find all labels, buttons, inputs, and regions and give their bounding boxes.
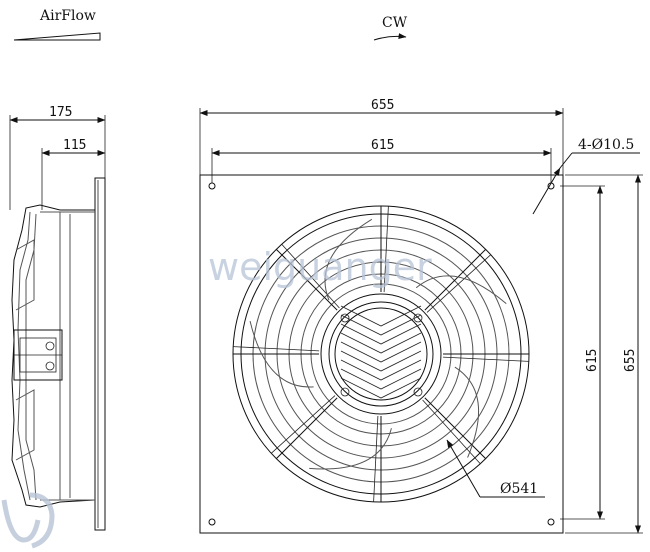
rotation-label: CW	[382, 15, 408, 31]
overall-depth-dimension: 175	[49, 105, 72, 120]
airflow-indicator: AirFlow	[13, 8, 101, 41]
plate-height-dimension: 655	[623, 349, 638, 372]
guard-diameter-callout: Ø541	[500, 481, 538, 497]
plate-width-dimension: 655	[371, 98, 394, 113]
watermark: weiguanger	[208, 245, 432, 289]
side-view: 175 115	[9, 105, 106, 531]
airflow-arrow-icon	[13, 32, 101, 41]
logo-icon	[1, 492, 55, 549]
rotation-indicator: CW	[373, 15, 408, 41]
rotation-arrow-icon	[373, 33, 407, 41]
front-view: 655 615 4-Ø10.5 615 655	[199, 98, 643, 534]
hole-spacing-height-dimension: 615	[585, 349, 600, 372]
fan-guard	[232, 205, 530, 503]
hole-spacing-width-dimension: 615	[371, 138, 394, 153]
airflow-label: AirFlow	[39, 8, 96, 24]
motor-hub	[340, 305, 422, 399]
mounting-holes-callout: 4-Ø10.5	[578, 137, 634, 153]
body-depth-dimension: 115	[63, 138, 86, 153]
